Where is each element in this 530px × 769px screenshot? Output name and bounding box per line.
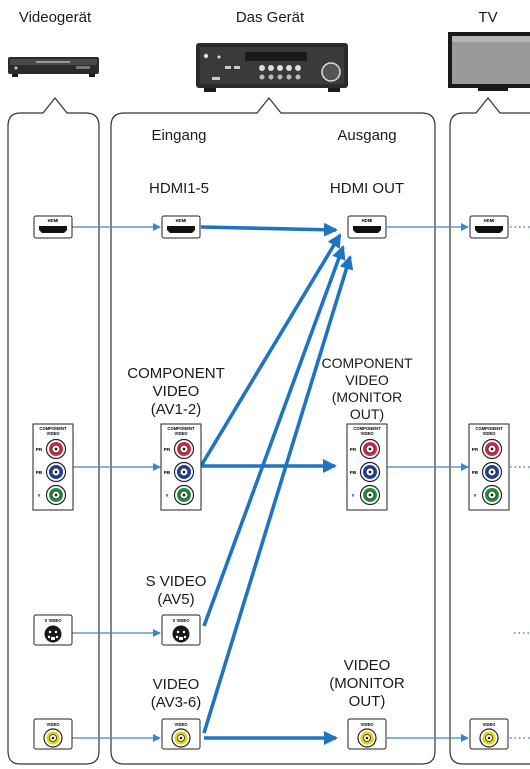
hdmi-output-label: HDMI OUT [330, 180, 404, 197]
component-jack-text-2: VIDEO [482, 431, 496, 436]
component-input-label-1: COMPONENT [127, 365, 225, 382]
tv-panel [449, 97, 530, 765]
tv-video-jack: VIDEO [469, 718, 509, 750]
component-jack-text-1: COMPONENT [167, 426, 195, 431]
thin-connections [68, 223, 469, 742]
video-jack-text: VIDEO [46, 722, 60, 727]
y-jack-label: Y [351, 493, 354, 498]
receiver-hdmi-out-jack: HDMI [347, 215, 387, 239]
hdmi-input-label: HDMI1-5 [149, 180, 209, 197]
input-column-label: Eingang [151, 127, 206, 144]
header-receiver: Das Gerät [236, 9, 305, 26]
pr-jack-label: PR [350, 447, 357, 452]
source-panel [7, 97, 100, 765]
component-input-label-2: VIDEO [153, 383, 200, 400]
video-input-label-2: (AV3-6) [151, 694, 202, 711]
pb-jack-label: PB [472, 470, 479, 475]
video-jack-text: VIDEO [360, 722, 374, 727]
y-jack-label: Y [165, 493, 168, 498]
receiver-svideo-in-jack: S VIDEO [161, 614, 201, 646]
hdmi-jack-text: HDMI [176, 218, 187, 223]
video-output-label-2: (MONITOR [329, 675, 405, 692]
component-output-label-2: VIDEO [345, 372, 389, 388]
receiver-panel [110, 97, 436, 765]
source-svideo-jack: S VIDEO [33, 614, 73, 646]
y-jack-label: Y [473, 493, 476, 498]
video-player-icon [8, 57, 99, 77]
tv-icon [448, 32, 530, 91]
video-jack-text: VIDEO [174, 722, 188, 727]
svideo-input-label-2: (AV5) [157, 591, 194, 608]
hdmi-jack-text: HDMI [362, 218, 373, 223]
svideo-jack-text: S VIDEO [173, 618, 191, 623]
component-jack-text-1: COMPONENT [39, 426, 67, 431]
hdmi-jack-text: HDMI [484, 218, 495, 223]
svideo-input-label-1: S VIDEO [146, 573, 207, 590]
pr-jack-label: PR [36, 447, 43, 452]
component-jack-text-2: VIDEO [46, 431, 60, 436]
hdmi-jack-text: HDMI [48, 218, 59, 223]
receiver-video-in-jack: VIDEO [161, 718, 201, 750]
video-output-label-1: VIDEO [344, 657, 391, 674]
video-jack-text: VIDEO [482, 722, 496, 727]
pr-jack-label: PR [164, 447, 171, 452]
pb-jack-label: PB [350, 470, 357, 475]
svideo-jack-text: S VIDEO [45, 618, 63, 623]
component-jack-text-1: COMPONENT [475, 426, 503, 431]
component-jack-text-2: VIDEO [360, 431, 374, 436]
pb-jack-label: PB [164, 470, 171, 475]
component-input-label-3: (AV1-2) [151, 401, 202, 418]
pr-jack-label: PR [472, 447, 479, 452]
header-tv: TV [478, 9, 497, 26]
dotted-continuations [510, 226, 530, 739]
tv-hdmi-jack: HDMI [469, 215, 509, 239]
source-video-jack: VIDEO [33, 718, 73, 750]
component-output-label-3: (MONITOR [332, 389, 403, 405]
component-jack-text-2: VIDEO [174, 431, 188, 436]
output-column-label: Ausgang [337, 127, 396, 144]
receiver-hdmi-in-jack: HDMI [161, 215, 201, 239]
receiver-video-out-jack: VIDEO [347, 718, 387, 750]
component-output-label-1: COMPONENT [322, 355, 413, 371]
component-output-label-4: OUT) [350, 406, 384, 422]
component-jack-text-1: COMPONENT [353, 426, 381, 431]
pb-jack-label: PB [36, 470, 43, 475]
video-output-label-3: OUT) [349, 693, 386, 710]
thick-routing-arrows [199, 222, 354, 745]
video-input-label-1: VIDEO [153, 676, 200, 693]
header-source-device: Videogerät [19, 9, 92, 26]
av-receiver-icon [196, 43, 348, 92]
source-hdmi-jack: HDMI [33, 215, 73, 239]
y-jack-label: Y [37, 493, 40, 498]
